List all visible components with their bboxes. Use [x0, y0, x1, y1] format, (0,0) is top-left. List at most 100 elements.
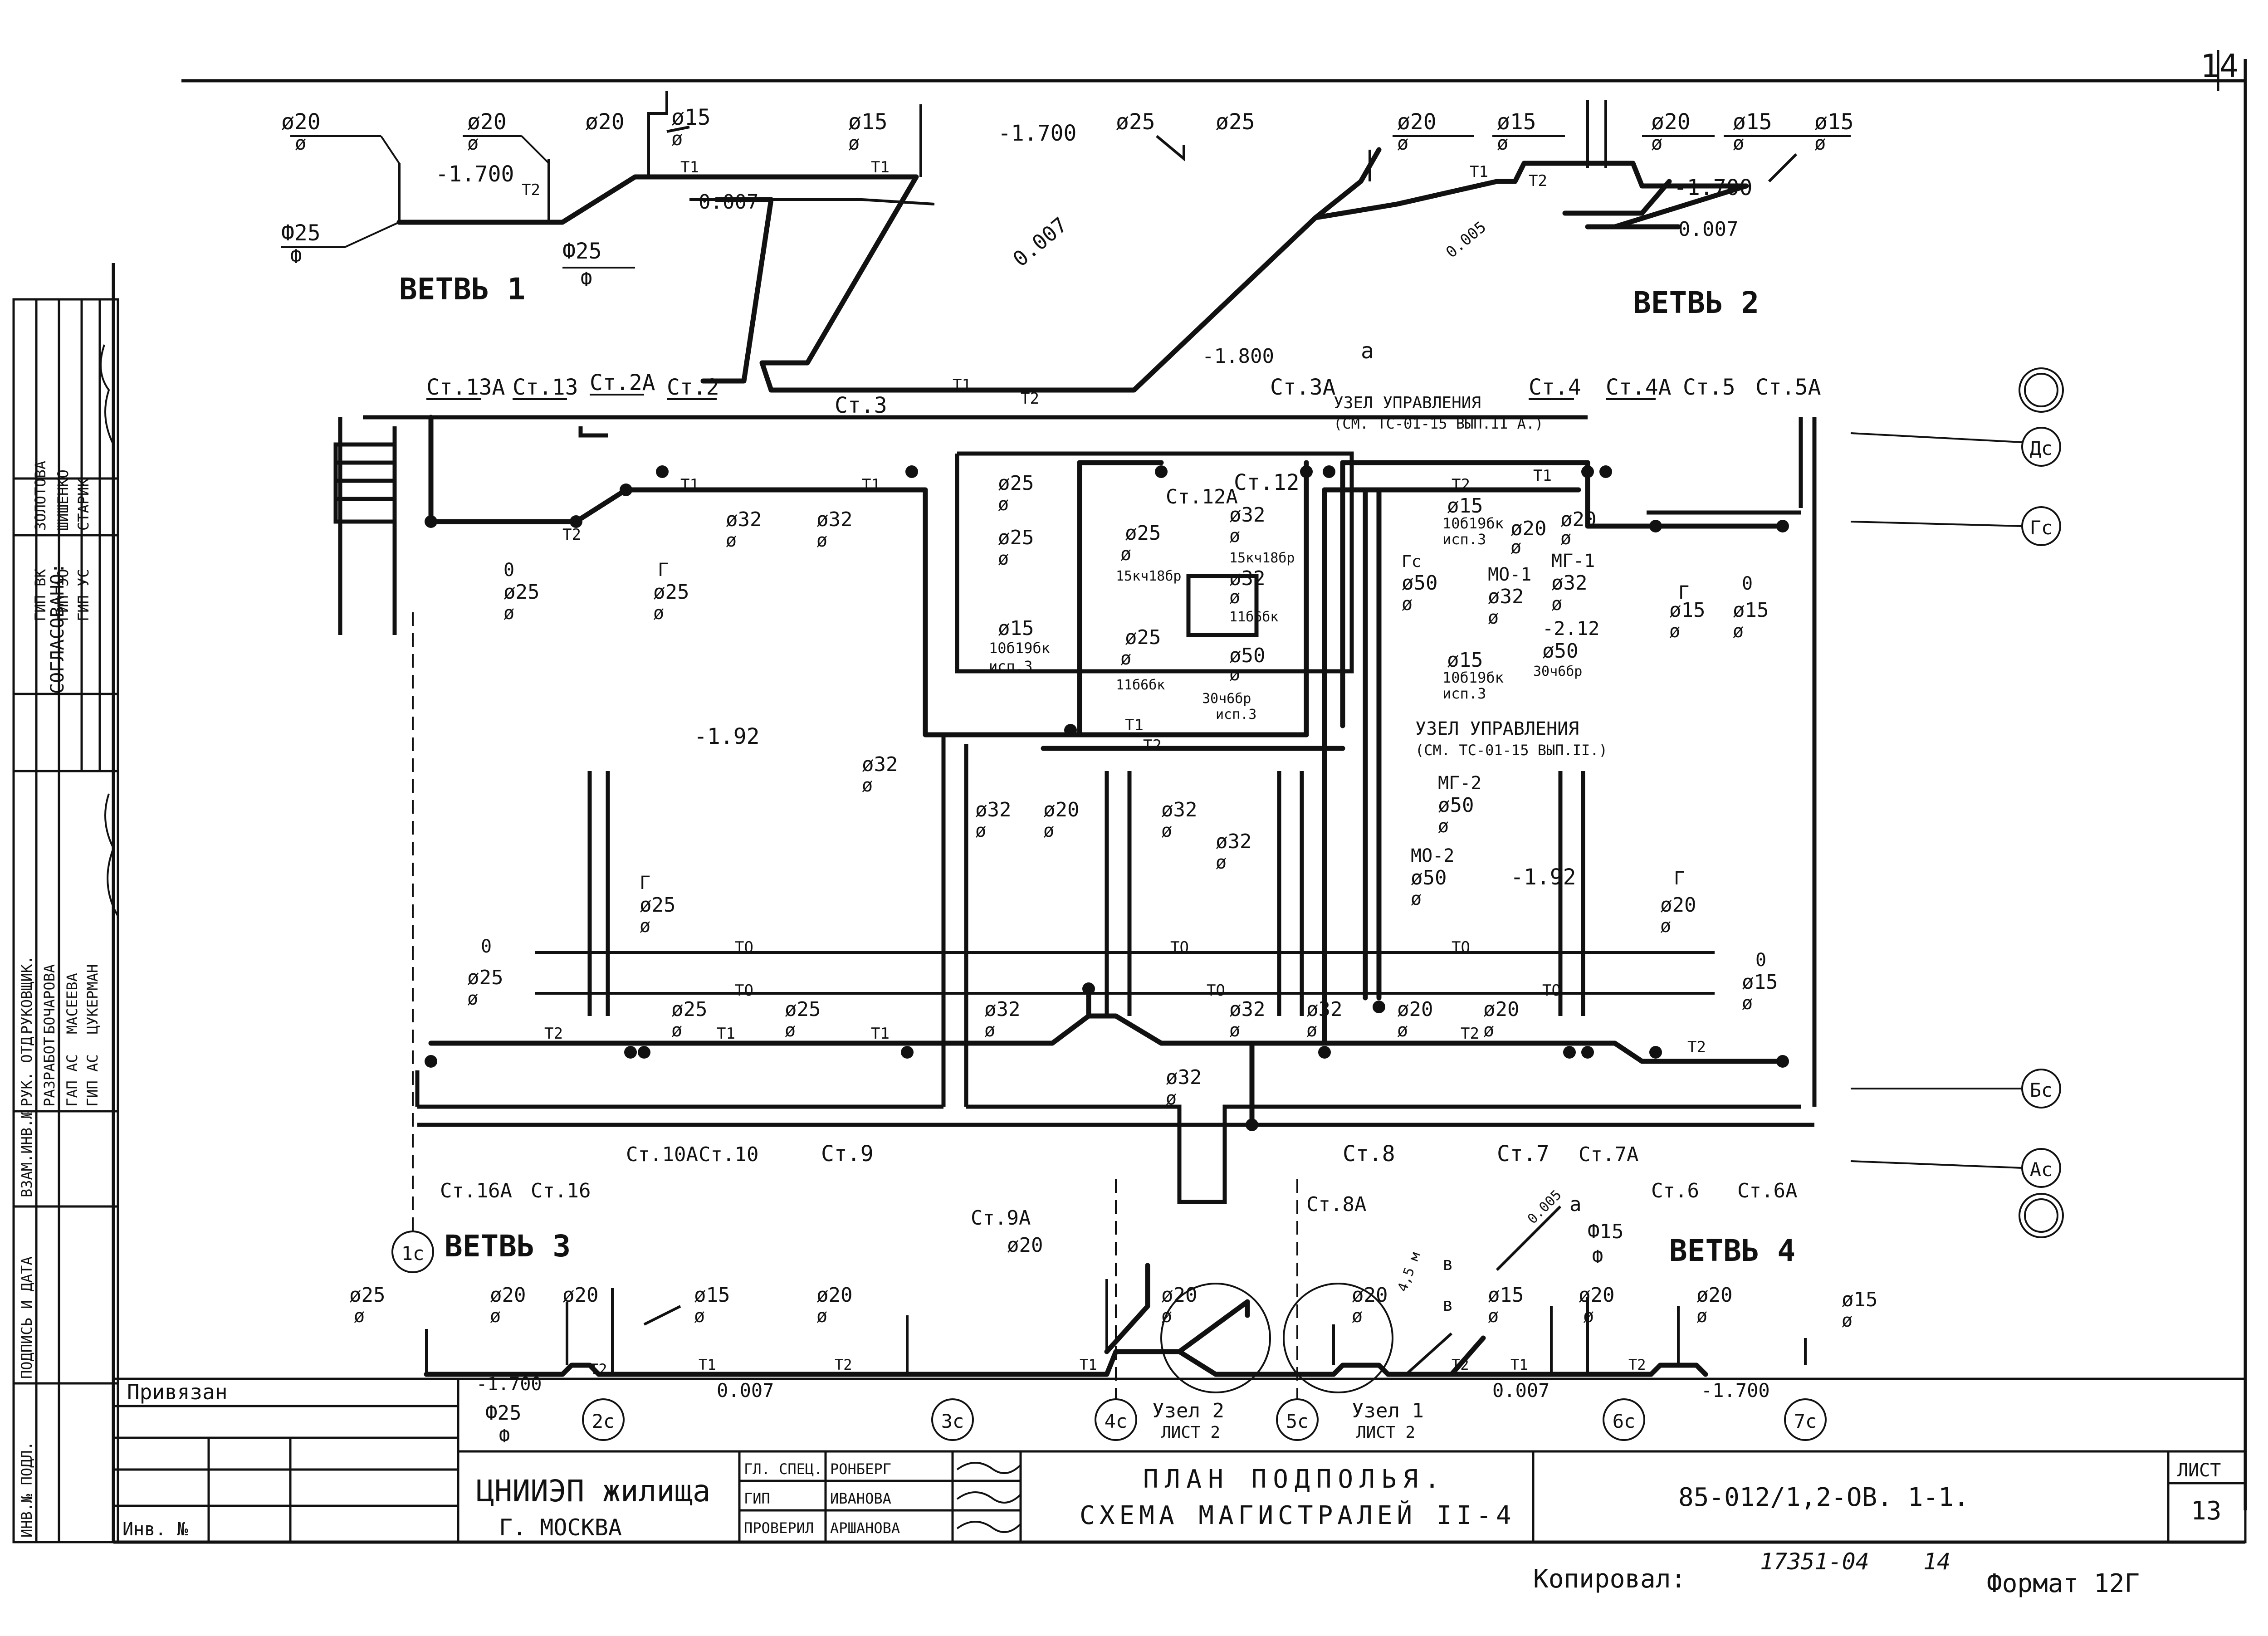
b34-level-1: -1.700 — [476, 1374, 542, 1395]
tb-city: Г. МОСКВА — [499, 1514, 622, 1541]
pa-phi-3: ø — [726, 530, 737, 551]
pa-valve2-1: 15кч18бр — [1116, 568, 1182, 584]
b34-d20-6: ø20 — [1352, 1284, 1388, 1307]
pa-d50-4: ø50 — [1438, 794, 1474, 817]
b34-level-2: -1.700 — [1701, 1379, 1770, 1402]
plan-to-1: ТО — [735, 938, 753, 957]
pa-phi-27: ø — [640, 916, 650, 937]
stamp-zolotova: ЗОЛОТОВА — [32, 461, 49, 531]
branch-1-label: ВЕТВЬ 1 — [399, 272, 525, 307]
branch2-scheme: ø20 ø ø15 ø ø20 ø ø15 ø ø15 ø -1.700 0.0… — [1313, 100, 1854, 364]
pa-valve4n-1: исп.3 — [1216, 707, 1256, 723]
b34-f15: Ф15 — [1588, 1220, 1623, 1243]
b34-f-2: Ф — [499, 1426, 510, 1447]
pa-d32-13: ø32 — [1306, 998, 1342, 1021]
pa-d20-3: ø20 — [1560, 508, 1596, 531]
label-st9a: Ст.9А — [971, 1206, 1031, 1230]
pa-zero-2: 0 — [1742, 573, 1753, 594]
pa-mg1: МГ-1 — [1551, 551, 1595, 571]
pa-valve3-1: 11б6бк — [1116, 677, 1165, 693]
axis-a1: 1с — [401, 1242, 425, 1265]
pa-phi-13: ø — [1120, 648, 1131, 669]
axis-a7: 7с — [1794, 1410, 1817, 1432]
plan-annotations: 0 ø25 ø Г ø25 ø ø32 ø ø32 ø -1.92 ø32 ø … — [467, 394, 1778, 1109]
stamp-shishenko: ШИШЕНКО — [54, 469, 72, 531]
label-st3a: Ст.3А — [1270, 375, 1336, 400]
b34-d20-4: ø20 — [1007, 1234, 1043, 1257]
b2-phi-a: ø — [1397, 132, 1408, 154]
pa-d15-6: ø15 — [1742, 971, 1778, 994]
axis-a4: 4с — [1105, 1410, 1128, 1432]
b34-t2-1: Т2 — [590, 1361, 607, 1378]
pa-valve2-2: 15кч18бр — [1229, 550, 1295, 566]
label-st13: Ст.13 — [513, 375, 578, 400]
pa-phi-35: ø — [1483, 1020, 1494, 1041]
pa-valve3-2: 11б6бк — [1229, 609, 1278, 625]
b34-phi-4: ø — [816, 1306, 827, 1327]
pa-d20-6: ø20 — [1660, 894, 1696, 917]
tb-role-checked: ПРОВЕРИЛ — [744, 1519, 814, 1537]
b1-code-t1-a: Т1 — [680, 158, 699, 176]
pa-d50-3: ø50 — [1542, 640, 1578, 663]
b1-code-t1-b: Т1 — [871, 158, 890, 176]
b34-phi-10: ø — [1842, 1310, 1853, 1331]
b34-phi-5: ø — [1161, 1306, 1172, 1327]
stamp-gip-us: ГИП УС — [75, 569, 92, 621]
pa-phi-21: ø — [1402, 594, 1413, 615]
axis-a3: 3с — [941, 1410, 964, 1432]
pa-phi-34: ø — [1397, 1020, 1408, 1041]
label-st12a: Ст.12А — [1166, 485, 1238, 508]
pa-phi-16: ø — [1229, 664, 1240, 685]
b34-f25: Ф25 — [485, 1402, 521, 1425]
staff-head-name: РУКОВЩИК. — [18, 956, 35, 1034]
tb-inv: Инв. № — [122, 1519, 188, 1540]
plan-to-5: ТО — [1207, 982, 1225, 1000]
pa-mo1: МО-1 — [1488, 564, 1531, 585]
tb-org: ЦНИИЭП жилища — [476, 1474, 711, 1509]
b34-phi-2: ø — [490, 1306, 501, 1327]
sheet-corner-number: 14 — [2200, 48, 2239, 85]
staff-tsukerman: ЦУКЕРМАН — [84, 964, 101, 1034]
plan-t1-b: Т1 — [862, 476, 880, 494]
b34-slope-1: 0.007 — [717, 1379, 774, 1402]
b2-phi-b: ø — [1497, 132, 1508, 154]
pa-level-2: -1.92 — [1510, 864, 1576, 890]
label-st7: Ст.7 — [1497, 1141, 1549, 1167]
b34-phi-3: ø — [694, 1306, 705, 1327]
control-unit-1-title: УЗЕЛ УПРАВЛЕНИЯ — [1334, 394, 1481, 412]
pa-phi-18: ø — [1560, 528, 1571, 549]
plan-to-3: ТО — [1452, 938, 1470, 957]
label-st4a: Ст.4А — [1606, 375, 1672, 400]
pa-phi-2: ø — [653, 603, 664, 624]
tb-role-gip: ГИП — [744, 1490, 770, 1507]
pa-phi-30: ø — [984, 1020, 995, 1041]
pa-d15-2: ø15 — [1447, 494, 1483, 518]
pa-d50-5: ø50 — [1411, 866, 1447, 889]
field-sign-date: ПОДПИСЬ И ДАТА — [18, 1256, 35, 1379]
b34-d25-1: ø25 — [349, 1284, 385, 1307]
pa-phi-7: ø — [1043, 820, 1054, 841]
label-st4: Ст.4 — [1529, 375, 1581, 400]
b2-mark-a: а — [1361, 338, 1374, 364]
b2-phi-d: ø — [1733, 132, 1744, 154]
b1-code-t1-c: Т1 — [953, 376, 971, 394]
b1-slope-1: 0.007 — [699, 190, 758, 214]
pa-d15-4: ø15 — [1669, 599, 1705, 622]
pa-phi-20: ø — [1488, 607, 1499, 628]
title-block: Привязан Инв. № ЦНИИЭП жилища Г. МОСКВА … — [112, 1377, 2247, 1598]
pa-phi-12: ø — [1120, 544, 1131, 565]
pa-phi-5: ø — [862, 775, 873, 796]
pa-zero-3: 0 — [481, 936, 492, 957]
staff-maseeva: МАСЕЕВА — [64, 973, 81, 1034]
tb-copied: Копировал: — [1533, 1564, 1686, 1594]
b34-phi-9: ø — [1696, 1306, 1707, 1327]
pa-phi-25: ø — [1733, 621, 1744, 642]
plan-t1-a: Т1 — [680, 476, 699, 494]
b1-code-t2-a: Т2 — [522, 181, 540, 199]
pa-d20-4: ø20 — [1397, 998, 1433, 1021]
axis-r3: Бс — [2030, 1079, 2053, 1101]
pa-phi-31: ø — [1229, 1020, 1240, 1041]
pa-d32-14: ø32 — [1166, 1066, 1202, 1089]
pa-d15-5: ø15 — [1733, 599, 1769, 622]
